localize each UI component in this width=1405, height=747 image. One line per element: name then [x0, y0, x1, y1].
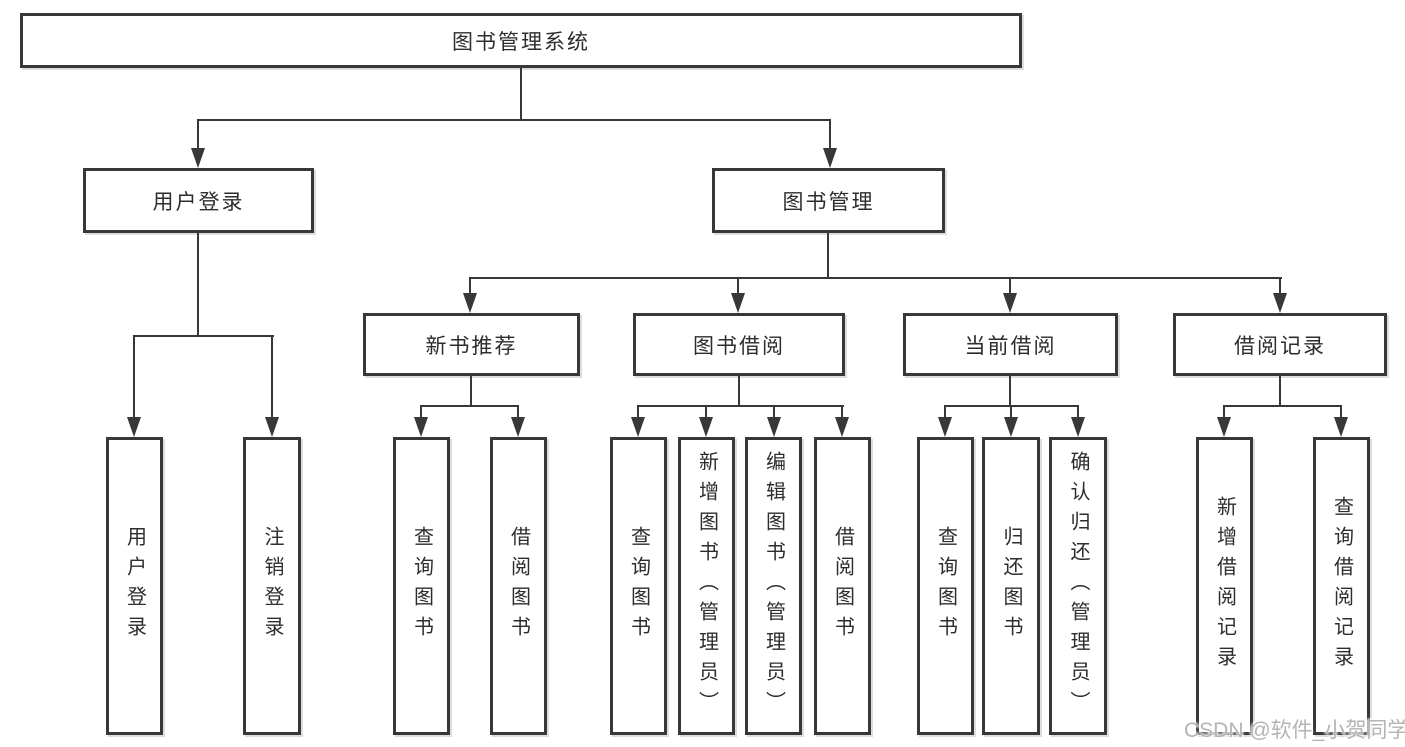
leaf-logout: 注销登录: [243, 437, 301, 735]
node-book-borrow-label: 图书借阅: [693, 334, 785, 358]
node-new-book-rec-label: 新书推荐: [425, 334, 518, 358]
leaf-return-book-label: 归还图书: [1000, 526, 1022, 646]
leaf-query-book-3-label: 查询图书: [934, 526, 957, 646]
connector-line: [469, 277, 471, 295]
connector-line: [1010, 405, 1012, 421]
connector-line: [827, 233, 829, 279]
leaf-confirm-return: 确认归还（管理员）: [1049, 437, 1107, 735]
arrow-down-icon: [1217, 417, 1231, 437]
arrow-down-icon: [1273, 293, 1287, 313]
leaf-add-book: 新增图书（管理员）: [678, 437, 735, 735]
leaf-user-login: 用户登录: [106, 437, 163, 735]
connector-line: [134, 335, 274, 337]
leaf-logout-label: 注销登录: [261, 526, 283, 646]
connector-line: [470, 277, 1282, 279]
arrow-down-icon: [1334, 417, 1348, 437]
node-current-borrow: 当前借阅: [903, 313, 1118, 376]
arrow-down-icon: [511, 417, 525, 437]
arrow-down-icon: [265, 417, 279, 437]
leaf-query-book-3: 查询图书: [917, 437, 974, 735]
leaf-query-borrow-record: 查询借阅记录: [1313, 437, 1370, 735]
leaf-edit-book: 编辑图书（管理员）: [745, 437, 802, 735]
connector-line: [420, 405, 422, 421]
node-book-borrow: 图书借阅: [633, 313, 845, 376]
node-current-borrow-label: 当前借阅: [964, 334, 1057, 358]
connector-line: [637, 405, 639, 421]
leaf-borrow-book-2: 借阅图书: [814, 437, 871, 735]
leaf-borrow-book-1: 借阅图书: [490, 437, 547, 735]
node-borrow-record-label: 借阅记录: [1234, 334, 1326, 358]
connector-line: [705, 405, 707, 421]
node-root-label: 图书管理系统: [452, 30, 590, 54]
leaf-add-borrow-record-label: 新增借阅记录: [1213, 496, 1236, 676]
connector-line: [1340, 405, 1342, 421]
node-borrow-record: 借阅记录: [1173, 313, 1387, 376]
arrow-down-icon: [699, 417, 713, 437]
connector-line: [133, 335, 135, 419]
leaf-add-book-label: 新增图书（管理员）: [695, 451, 718, 721]
connector-line: [829, 119, 831, 151]
arrow-down-icon: [938, 417, 952, 437]
node-user-login: 用户登录: [83, 168, 314, 233]
leaf-borrow-book-1-label: 借阅图书: [507, 526, 530, 646]
leaf-query-book-2: 查询图书: [610, 437, 667, 735]
arrow-down-icon: [1071, 417, 1085, 437]
arrow-down-icon: [631, 417, 645, 437]
node-book-mgmt: 图书管理: [712, 168, 945, 233]
arrow-down-icon: [767, 417, 781, 437]
connector-line: [520, 68, 522, 121]
connector-line: [944, 405, 946, 421]
leaf-query-book-1: 查询图书: [393, 437, 450, 735]
connector-line: [1279, 277, 1281, 295]
leaf-query-book-1-label: 查询图书: [410, 526, 433, 646]
leaf-return-book: 归还图书: [982, 437, 1040, 735]
arrow-down-icon: [414, 417, 428, 437]
leaf-user-login-label: 用户登录: [123, 526, 146, 646]
connector-line: [197, 233, 199, 337]
node-book-mgmt-label: 图书管理: [782, 190, 875, 214]
arrow-down-icon: [191, 148, 205, 168]
leaf-add-borrow-record: 新增借阅记录: [1196, 437, 1253, 735]
leaf-confirm-return-label: 确认归还（管理员）: [1067, 451, 1089, 721]
connector-line: [945, 405, 1079, 407]
node-user-login-label: 用户登录: [152, 190, 245, 214]
connector-line: [197, 119, 199, 151]
connector-line: [470, 376, 472, 407]
arrow-down-icon: [731, 293, 745, 313]
leaf-edit-book-label: 编辑图书（管理员）: [762, 451, 785, 721]
arrow-down-icon: [127, 417, 141, 437]
arrow-down-icon: [463, 293, 477, 313]
connector-line: [1009, 277, 1011, 295]
connector-line: [271, 335, 273, 419]
connector-line: [1223, 405, 1225, 421]
connector-line: [737, 277, 739, 295]
arrow-down-icon: [823, 148, 837, 168]
connector-line: [1009, 376, 1011, 407]
leaf-query-borrow-record-label: 查询借阅记录: [1330, 496, 1353, 676]
connector-line: [197, 119, 831, 121]
node-root: 图书管理系统: [20, 13, 1022, 68]
arrow-down-icon: [835, 417, 849, 437]
connector-line: [738, 376, 740, 407]
leaf-borrow-book-2-label: 借阅图书: [831, 526, 854, 646]
leaf-query-book-2-label: 查询图书: [627, 526, 650, 646]
node-new-book-rec: 新书推荐: [363, 313, 580, 376]
csdn-watermark: CSDN @软件_小贺同学: [1184, 719, 1405, 742]
arrow-down-icon: [1003, 293, 1017, 313]
connector-line: [1279, 376, 1281, 407]
connector-line: [1224, 405, 1342, 407]
connector-line: [421, 405, 519, 407]
connector-line: [638, 405, 844, 407]
connector-line: [841, 405, 843, 421]
connector-line: [517, 405, 519, 421]
connector-line: [1077, 405, 1079, 421]
connector-line: [773, 405, 775, 421]
arrow-down-icon: [1004, 417, 1018, 437]
